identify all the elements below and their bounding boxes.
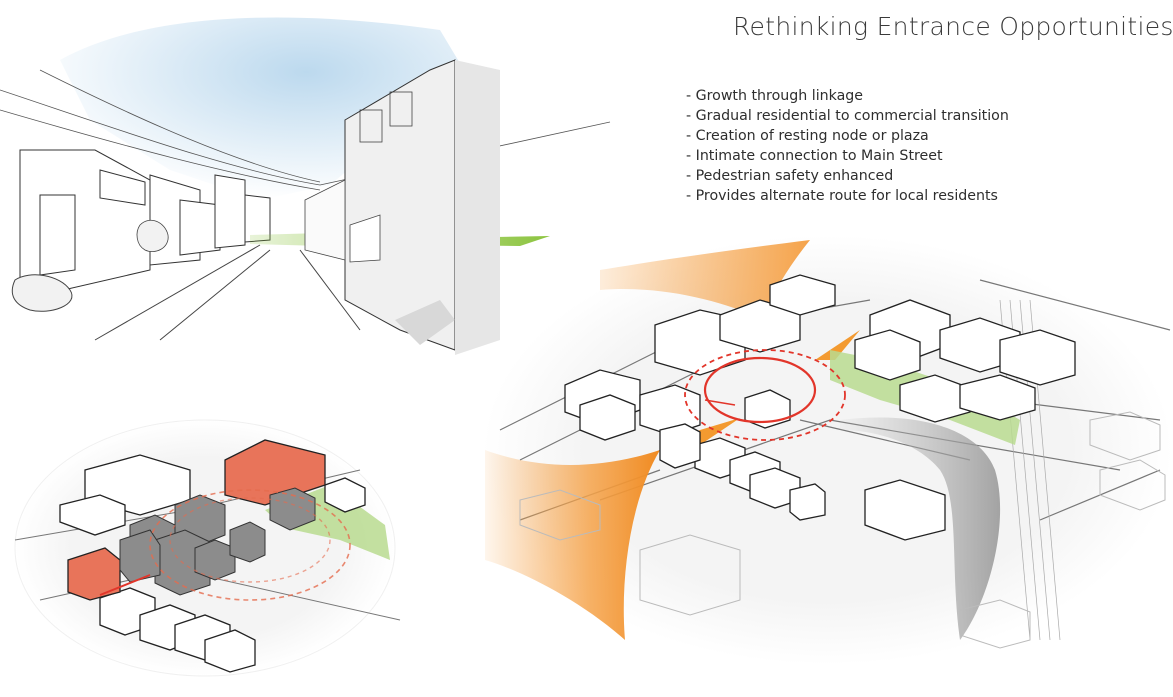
street-perspective-sketch xyxy=(0,17,611,355)
gray-route-arc xyxy=(840,417,1001,640)
bullet-item: - Pedestrian safety enhanced xyxy=(686,168,894,184)
faded-buildings xyxy=(519,411,1166,649)
buildings-small xyxy=(59,454,366,673)
page-title: Rethinking Entrance Opportunities xyxy=(733,12,1173,41)
bush xyxy=(11,274,73,312)
bullet-item: - Growth through linkage xyxy=(686,88,864,104)
coral-facades xyxy=(67,439,326,601)
aerial-site-plan-small xyxy=(14,419,401,677)
node-circle-inner xyxy=(703,356,817,424)
aerial-site-plan xyxy=(483,235,1173,665)
right-buildings xyxy=(304,59,500,355)
bullet-item: - Gradual residential to commercial tran… xyxy=(686,108,1009,124)
tree xyxy=(136,219,169,252)
bullet-list: - Growth through linkage - Gradual resid… xyxy=(686,86,1009,206)
buildings xyxy=(564,274,1076,541)
bullet-item: - Provides alternate route for local res… xyxy=(686,188,998,204)
bullet-item: - Creation of resting node or plaza xyxy=(686,128,929,144)
node-circle-outer xyxy=(684,349,846,441)
left-houses xyxy=(19,149,271,301)
node-circle-small-inner xyxy=(169,497,331,583)
orange-arrow-top xyxy=(600,240,810,320)
gray-buildings xyxy=(119,487,316,596)
bullet-item: - Intimate connection to Main Street xyxy=(686,148,943,164)
node-circle-small-outer xyxy=(149,489,351,601)
